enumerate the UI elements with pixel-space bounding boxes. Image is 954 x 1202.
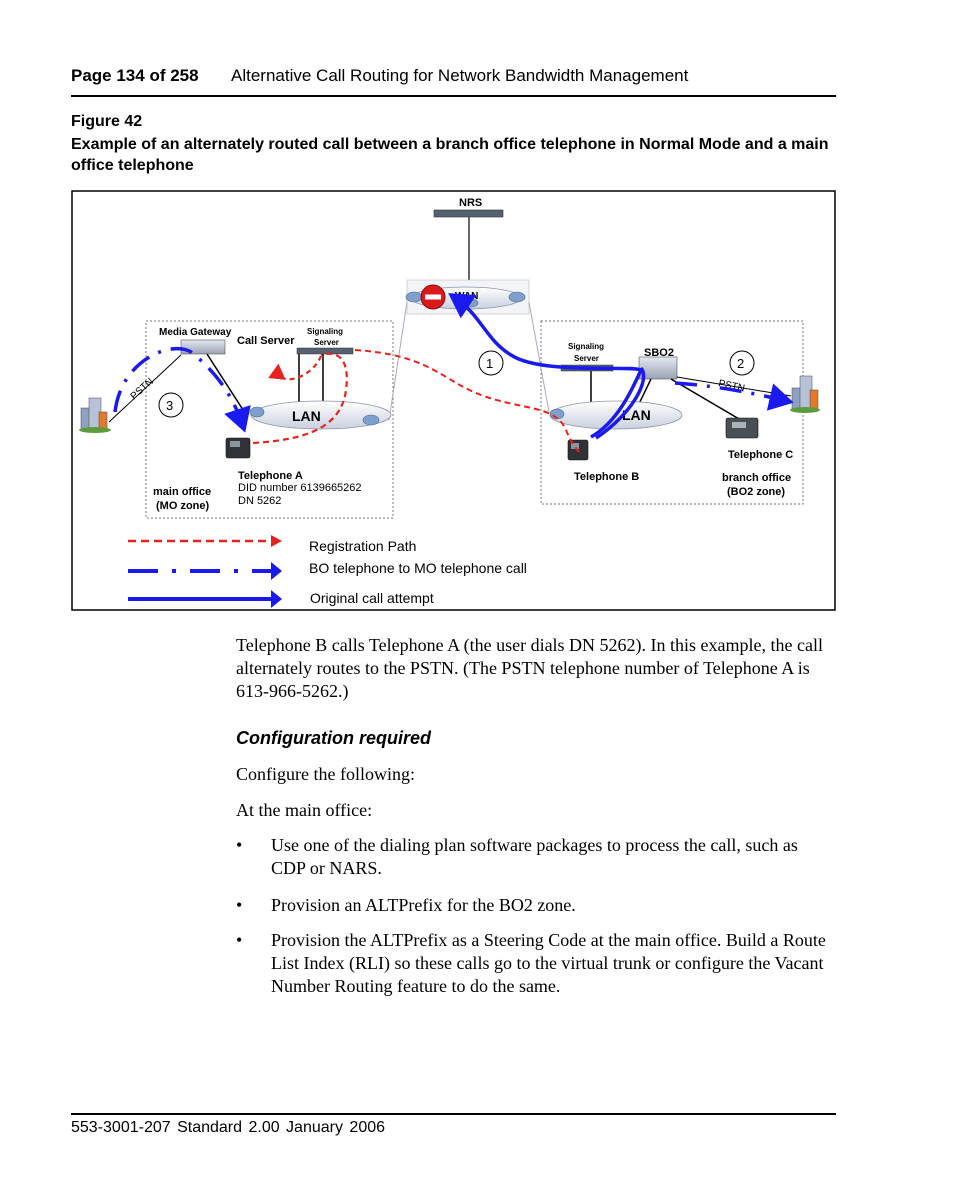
bo-lan-label: LAN [622,407,651,423]
nrs-server [433,209,504,280]
diagram-frame [71,190,836,611]
marker-2: 2 [729,350,755,376]
marker-3: 3 [158,392,184,418]
registration-loop [268,355,323,381]
bo-to-mo-path-left [113,346,251,433]
svg-text:2: 2 [737,356,744,371]
no-entry-icon [420,284,446,310]
bullet-marker: • [236,895,243,915]
media-gateway-label: Media Gateway [159,327,232,338]
svg-text:1: 1 [486,356,493,371]
branch-office-label-1: branch office [722,472,791,484]
marker-1: 1 [478,350,504,376]
legend-bo-to-mo-arrow [271,562,282,580]
figure-label: Figure 42 [71,113,143,130]
mo-signaling-label-1: Signaling [307,327,343,336]
intro-paragraph: Telephone B calls Telephone A (the user … [236,635,823,701]
legend-original-arrow [271,590,282,608]
mo-signaling-label-2: Server [314,338,339,347]
bullet-marker: • [236,835,243,855]
pstn-building-left-icon [79,397,111,433]
bullet-text: Provision the ALTPrefix as a Steering Co… [271,930,826,996]
header-title: Alternative Call Routing for Network Ban… [231,66,689,85]
pstn-building-right-icon [790,375,820,413]
original-call-path [448,293,644,439]
legend-registration-arrow [271,535,282,547]
registration-path-wan [354,349,580,453]
configure-paragraph: Configure the following: [236,764,415,784]
legend-original-label: Original call attempt [310,590,434,606]
footer-rule [71,1113,836,1115]
registration-path [252,352,348,445]
bullet-marker: • [236,930,243,950]
main-office-zone [145,320,394,519]
telephone-c-icon [725,417,759,439]
main-office-label-1: main office [153,486,211,498]
telephone-b-label: Telephone B [574,471,639,483]
telephone-a-label: Telephone A [238,470,303,482]
mo-lan-cloud [249,400,392,430]
bo-signaling-label-1: Signaling [568,342,604,351]
call-server-label: Call Server [237,335,295,347]
figure-caption: Example of an alternately routed call be… [71,136,829,174]
mo-signaling-server-icon [296,347,354,355]
bo-signaling-label-2: Server [574,354,599,363]
bullet-text: Provision an ALTPrefix for the BO2 zone. [271,895,576,915]
page-number: Page 134 of 258 [71,66,199,85]
telephone-c-label: Telephone C [728,449,793,461]
page-header: Page 134 of 258 Alternative Call Routing… [71,66,836,88]
bo-to-mo-path-right [674,381,794,411]
telephone-a-icon [225,437,251,459]
section-heading: Configuration required [236,728,431,748]
sbo2-label: SBO2 [644,347,674,359]
mo-lan-label: LAN [292,408,321,424]
bullet-text: Use one of the dialing plan software pac… [271,835,798,878]
main-office-label-2: (MO zone) [156,500,209,512]
telephone-a-dn: DN 5262 [238,495,281,507]
media-gateway-icon [180,339,226,355]
telephone-a-did: DID number 6139665262 [238,482,362,494]
legend-bo-to-mo-label: BO telephone to MO telephone call [309,560,527,576]
nrs-label: NRS [459,197,482,209]
network-diagram: NRS WAN Media Gateway Call Server Signal… [71,190,836,611]
svg-text:3: 3 [166,398,173,413]
legend-registration-label: Registration Path [309,538,416,554]
page-footer: 553-3001-207 Standard 2.00 January 2006 [71,1119,386,1136]
header-rule [71,95,836,97]
original-call-return [595,366,646,440]
branch-office-label-2: (BO2 zone) [727,486,785,498]
main-office-paragraph: At the main office: [236,800,373,820]
